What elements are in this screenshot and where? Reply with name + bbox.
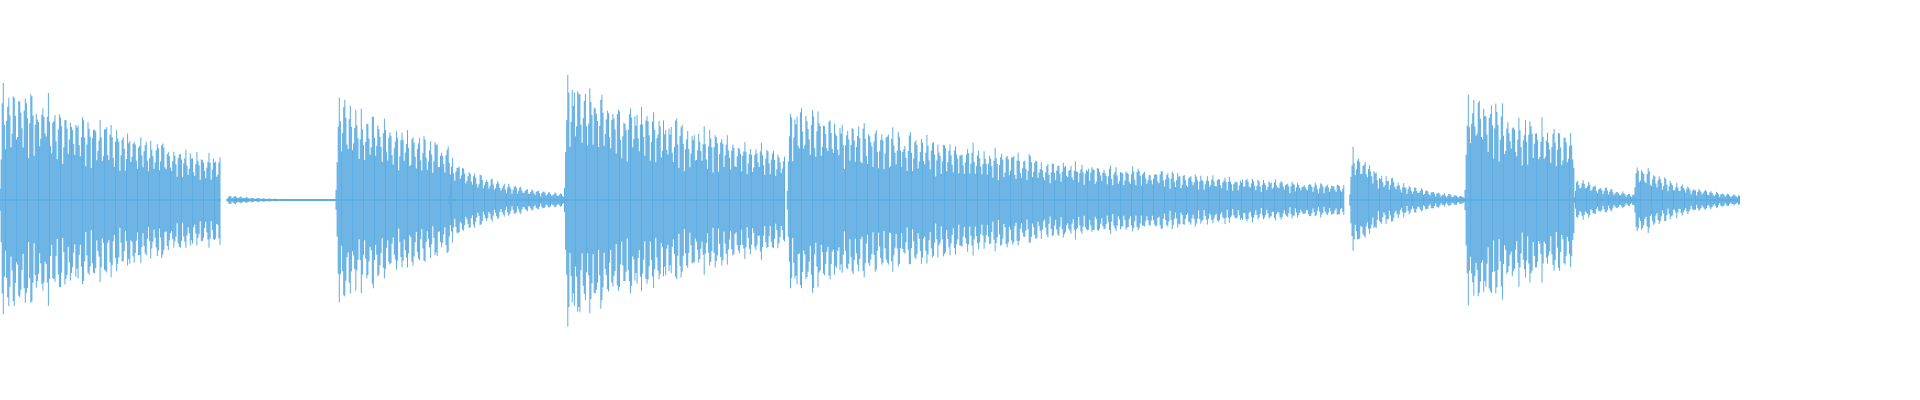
waveform-hit-8: [1464, 94, 1575, 306]
waveform-events: [0, 74, 1740, 327]
waveform-hit-9: [1573, 180, 1635, 220]
waveform-hit-6: [786, 108, 1345, 293]
waveform-hit-7: [1349, 146, 1465, 251]
waveform-hit-5: [564, 74, 786, 327]
waveform-hit-10: [1633, 167, 1740, 233]
waveform-hit-4: [448, 157, 565, 243]
waveform-hit-1: [0, 83, 221, 315]
waveform-hit-3: [335, 97, 452, 303]
waveform-hit-2: [226, 195, 342, 205]
